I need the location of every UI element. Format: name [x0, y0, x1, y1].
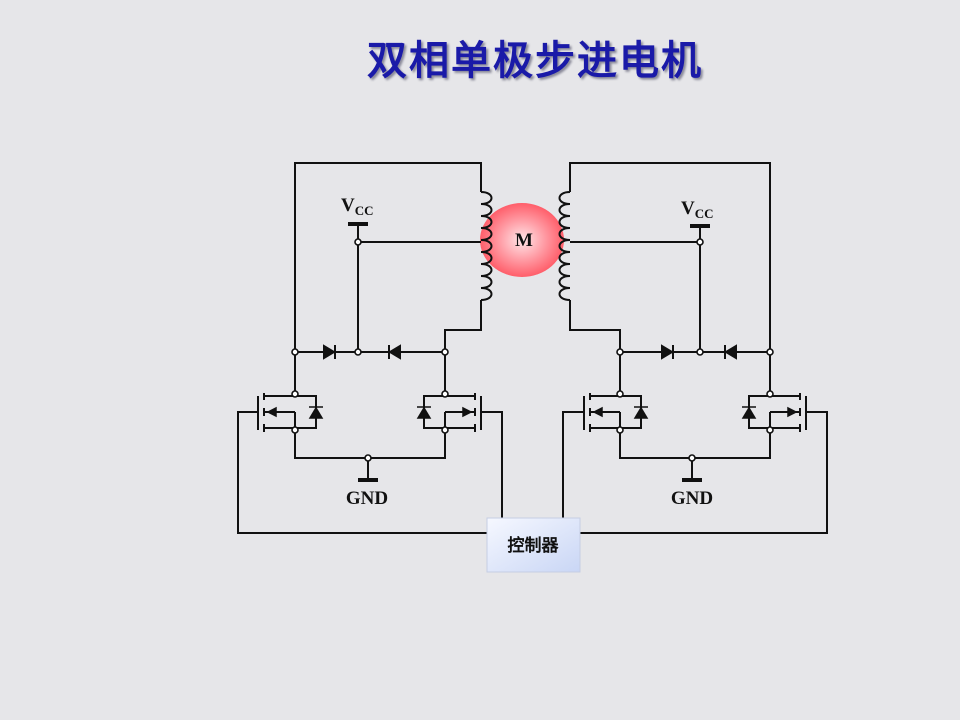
junction-dots: [291, 238, 774, 462]
mosfet-right-a: [583, 393, 642, 432]
gnd-left-label: GND: [346, 488, 388, 509]
mosfet-left-b: [423, 393, 482, 432]
motor-coil-right: [558, 191, 571, 301]
diode-right-1: [661, 344, 674, 360]
bus-diodes: [323, 344, 737, 360]
motor-coil-left: [480, 191, 493, 301]
diode-left-2: [388, 344, 401, 360]
diode-right-2: [724, 344, 737, 360]
vcc-right-label: VCC: [681, 198, 714, 221]
diode-left-1: [323, 344, 336, 360]
gnd-right-label: GND: [671, 488, 713, 509]
mosfet-body-diodes: [266, 406, 798, 419]
power-symbols: [348, 222, 710, 482]
mosfet-right-b: [748, 393, 807, 432]
mosfets: [257, 393, 807, 432]
motor-label: M: [515, 230, 533, 251]
controller-label: 控制器: [508, 535, 560, 556]
wiring: [237, 162, 828, 534]
page-title: 双相单极步进电机: [367, 38, 703, 84]
motor-glow: [480, 203, 564, 277]
vcc-left-label: VCC: [341, 195, 374, 218]
controller-box: [486, 517, 581, 573]
mosfet-left-a: [257, 393, 317, 432]
